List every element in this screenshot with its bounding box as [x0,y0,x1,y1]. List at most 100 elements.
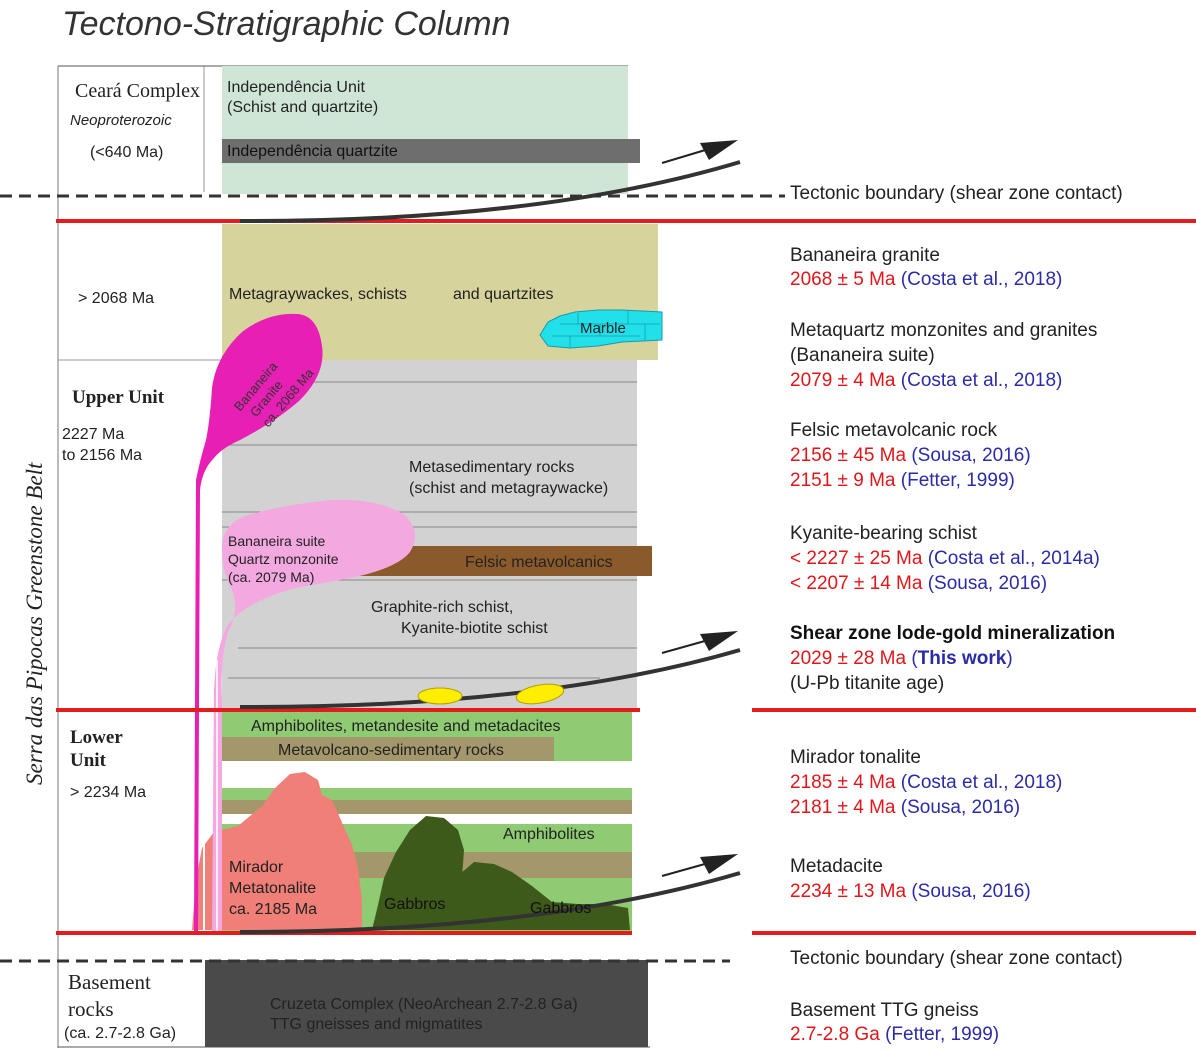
independencia-unit-label: Independência Unit [227,79,365,96]
kyanite-schist-name: Kyanite-bearing schist [790,523,977,544]
gabbro-body-2 [456,862,630,930]
ceara-age: (<640 Ma) [90,144,164,161]
metaquartz-date: 2079 ± 4 Ma (Costa et al., 2018) [790,369,1062,393]
metagraywackes-label-b: and quartzites [453,286,554,303]
metasedimentary-label-2: (schist and metagraywacke) [409,480,609,497]
metaquartz-name-1: Metaquartz monzonites and granites [790,320,1098,341]
shear-zone-paren-close: ) [1006,648,1013,669]
lower-unit-name-1: Lower [70,727,123,748]
kyanite-schist-date-1: < 2227 ± 25 Ma (Costa et al., 2014a) [790,547,1100,571]
basement-name-2: rocks [68,997,114,1021]
shear-zone-name: Shear zone lode-gold mineralization [790,623,1116,644]
gold-lens-2 [515,683,565,705]
gabbros-label-1: Gabbros [384,896,446,913]
metavolcano-label: Metavolcano-sedimentary rocks [278,742,504,759]
ceara-complex-name: Ceará Complex [75,80,200,102]
metadacite-date: 2234 ± 13 Ma (Sousa, 2016) [790,880,1031,904]
lower-unit-name-2: Unit [70,750,106,771]
mirador-tonalite-date-1: 2185 ± 4 Ma (Costa et al., 2018) [790,771,1062,795]
kyanite-schist-ref-2: (Sousa, 2016) [927,573,1048,594]
mirador-tonalite-ref-1: (Costa et al., 2018) [900,772,1063,793]
ceara-era: Neoproterozoic [70,112,172,129]
felsic-metavolcanics-label: Felsic metavolcanics [465,554,613,571]
mirador-tonalite-age-2: 2181 ± 4 Ma [790,797,896,818]
basement-gneiss-name: Basement TTG gneiss [790,1000,979,1021]
cruzeta-label-1: Cruzeta Complex (NeoArchean 2.7-2.8 Ga) [270,996,578,1013]
felsic-rock-age-1: 2156 ± 45 Ma [790,445,907,466]
metadacite-age: 2234 ± 13 Ma [790,881,907,902]
basement-gneiss-date: 2.7-2.8 Ga (Fetter, 1999) [790,1023,999,1047]
graphite-schist-label-1: Graphite-rich schist, [371,599,514,616]
tectonic-boundary-top-label: Tectonic boundary (shear zone contact) [790,183,1123,204]
shear-arrow-bottom [661,854,738,877]
basement-age: (ca. 2.7-2.8 Ga) [64,1025,177,1042]
mirador-label-1: Mirador [229,859,284,876]
felsic-rock-date-1: 2156 ± 45 Ma (Sousa, 2016) [790,444,1031,468]
gold-lens-1 [417,687,463,705]
upper-unit-name: Upper Unit [72,387,165,408]
independencia-quartzite-label: Independência quartzite [227,143,398,160]
mirador-metatonalite-body [192,772,362,930]
suite-label-3: (ca. 2079 Ma) [228,569,315,585]
kyanite-schist-ref-1: (Costa et al., 2014a) [927,548,1100,569]
shear-zone-age: 2029 ± 28 Ma [790,648,907,669]
mirador-tonalite-name: Mirador tonalite [790,747,921,768]
metasedimentary-label-1: Metasedimentary rocks [409,459,575,476]
felsic-rock-name: Felsic metavolcanic rock [790,420,997,441]
metadacite-name: Metadacite [790,856,883,877]
bananeira-granite-date: 2068 ± 5 Ma (Costa et al., 2018) [790,268,1062,292]
felsic-rock-ref-1: (Sousa, 2016) [911,445,1031,466]
basement-gneiss-ref: (Fetter, 1999) [885,1024,1000,1045]
ceara-layer [222,66,628,194]
felsic-rock-age-2: 2151 ± 9 Ma [790,470,896,491]
upper-unit-age-2: to 2156 Ma [62,447,143,464]
felsic-rock-ref-2: (Fetter, 1999) [900,470,1015,491]
mirador-tonalite-age-1: 2185 ± 4 Ma [790,772,896,793]
shear-curve-middle [239,648,741,710]
amphibolites-top-label: Amphibolites, metandesite and metadacite… [251,718,561,735]
mirador-tonalite-date-2: 2181 ± 4 Ma (Sousa, 2016) [790,796,1020,820]
metaquartz-name-2: (Bananeira suite) [790,345,935,366]
upper-unit-age-1: 2227 Ma [62,426,125,443]
kyanite-schist-date-2: < 2207 ± 14 Ma (Sousa, 2016) [790,572,1047,596]
diagram-title: Tectono-Stratigraphic Column [62,5,511,43]
gabbros-label-2: Gabbros [530,900,592,917]
shear-curve-bottom [239,871,741,934]
mirador-label-3: ca. 2185 Ma [229,901,318,918]
metaquartz-age: 2079 ± 4 Ma [790,370,896,391]
lower-unit-age: > 2234 Ma [70,784,147,801]
amphibolites-label: Amphibolites [503,826,595,843]
shear-zone-this-work: This work [917,648,1007,669]
shear-zone-note: (U-Pb titanite age) [790,673,945,694]
mirador-label-2: Metatonalite [229,880,317,897]
gabbro-body-1 [372,816,486,930]
kyanite-schist-age-2: < 2207 ± 14 Ma [790,573,923,594]
cruzeta-label-2: TTG gneisses and migmatites [270,1016,483,1033]
bananeira-granite-body [194,313,323,932]
basement-gneiss-age: 2.7-2.8 Ga [790,1024,880,1045]
bananeira-granite-age: 2068 ± 5 Ma [790,269,896,290]
felsic-rock-date-2: 2151 ± 9 Ma (Fetter, 1999) [790,469,1015,493]
marble-label: Marble [580,320,626,337]
tectonic-boundary-bottom-label: Tectonic boundary (shear zone contact) [790,948,1123,969]
metaquartz-ref: (Costa et al., 2018) [900,370,1063,391]
bananeira-granite-name: Bananeira granite [790,245,940,266]
suite-label-2: Quartz monzonite [228,551,339,567]
shear-arrow-middle [661,631,738,654]
independencia-quartzite-layer [222,139,640,163]
marble-lens [539,309,663,349]
kyanite-schist-age-1: < 2227 ± 25 Ma [790,548,923,569]
suite-label-1: Bananeira suite [228,533,326,549]
basement-layer [205,960,648,1047]
independencia-unit-sub: (Schist and quartzite) [227,99,379,116]
metadacite-ref: (Sousa, 2016) [911,881,1031,902]
shear-zone-paren-open: ( [911,648,918,669]
shear-zone-date: 2029 ± 28 Ma (This work) [790,647,1013,671]
vertical-belt-label: Serra das Pipocas Greenstone Belt [22,462,47,785]
bananeira-granite-ref: (Costa et al., 2018) [900,269,1063,290]
mirador-tonalite-ref-2: (Sousa, 2016) [900,797,1021,818]
metagraywackes-label-a: Metagraywackes, schists [229,286,407,303]
basement-name-1: Basement [68,970,151,994]
shear-curve-top [239,160,741,224]
